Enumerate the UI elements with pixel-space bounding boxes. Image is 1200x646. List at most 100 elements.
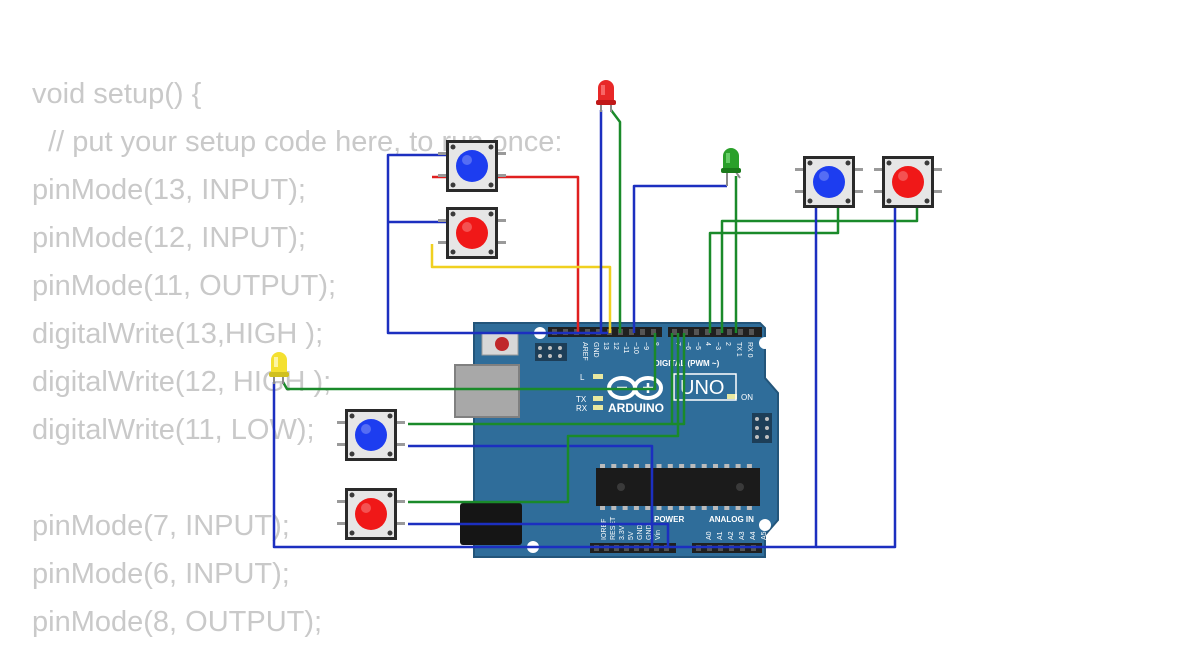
pushbutton-red-top-left[interactable] [438, 207, 506, 259]
digital-pin-label: RX 0 [746, 342, 753, 358]
header-socket[interactable] [694, 329, 699, 335]
power-pin-label: RESET [610, 516, 617, 540]
wire-green-right-blue-button[interactable] [708, 207, 840, 333]
code-background: void setup() { // put your setup code he… [32, 70, 562, 646]
code-line: digitalWrite(11, LOW); [32, 414, 315, 446]
label-tx: TX [576, 395, 587, 404]
code-line: void setup() { [32, 78, 202, 110]
button-cap[interactable] [355, 498, 387, 530]
header-socket[interactable] [683, 329, 688, 335]
digital-pin-label: 13 [602, 342, 609, 350]
pushbutton-blue-top-left[interactable] [438, 140, 506, 192]
digital-pin-label: ~6 [684, 342, 691, 350]
header-socket[interactable] [640, 329, 645, 335]
wire-green-led-yellow[interactable] [281, 333, 657, 391]
pushbutton-blue-top-right[interactable] [795, 156, 863, 208]
analog-header-label: ANALOG IN [709, 515, 754, 524]
wire-blue-led-green[interactable] [632, 184, 727, 333]
button-cap[interactable] [456, 150, 488, 182]
code-line: pinMode(11, OUTPUT); [32, 270, 337, 302]
power-pin-label: GND [637, 524, 644, 540]
digital-pin-label: 2 [724, 342, 731, 346]
digital-pin-label: 12 [612, 342, 619, 350]
wire-blue-right-red-button[interactable] [816, 207, 897, 549]
pushbutton-blue-bottom-left[interactable] [337, 409, 405, 461]
mounting-hole [759, 337, 771, 349]
led-yellow[interactable] [269, 352, 289, 384]
power-pin-label: 3.3V [619, 525, 626, 540]
wire-green-right-red-button[interactable] [720, 207, 919, 333]
wire-yellow-button[interactable] [430, 244, 612, 333]
led-l-indicator [593, 374, 603, 379]
icsp-header-top [535, 343, 567, 361]
header-socket[interactable] [705, 329, 710, 335]
digital-pin-label: ~9 [642, 342, 649, 350]
mounting-hole [759, 519, 771, 531]
header-socket[interactable] [749, 329, 754, 335]
digital-pin-label: TX 1 [735, 342, 742, 357]
header-socket[interactable] [672, 329, 677, 335]
analog-pin-label: A2 [728, 531, 735, 540]
code-line: // put your setup code here, to run once… [32, 126, 563, 158]
led-on-indicator [727, 394, 737, 399]
header-socket[interactable] [651, 329, 656, 335]
digital-pin-label: ~3 [714, 342, 721, 350]
wire-green-bottom-red-button[interactable] [408, 333, 680, 504]
analog-pin-label: A0 [706, 531, 713, 540]
header-socket[interactable] [629, 329, 634, 335]
code-line: pinMode(6, INPUT); [32, 558, 290, 590]
wire-green-led-red[interactable] [610, 109, 622, 333]
header-socket[interactable] [716, 329, 721, 335]
wire-blue-led-yellow[interactable] [272, 382, 534, 549]
digital-header-right [668, 327, 762, 337]
power-pin-label: GND [646, 524, 653, 540]
power-pin-label: Vin [655, 530, 662, 540]
power-header-label: POWER [654, 515, 684, 524]
analog-pin-label: A5 [761, 531, 768, 540]
arduino-logo-text: ARDUINO [608, 401, 664, 415]
led-tx-indicator [593, 396, 603, 401]
button-cap[interactable] [813, 166, 845, 198]
uno-model-text: UNO [680, 377, 724, 399]
digital-pin-label: AREF [581, 342, 588, 361]
pushbutton-red-bottom-left[interactable] [337, 488, 405, 540]
digital-pin-label: ~10 [632, 342, 639, 354]
digital-pin-label: ~5 [694, 342, 701, 350]
code-line: pinMode(12, INPUT); [32, 222, 306, 254]
header-socket[interactable] [727, 329, 732, 335]
label-rx: RX [576, 404, 588, 413]
code-line: digitalWrite(12, HIGH ); [32, 366, 332, 398]
button-cap[interactable] [355, 419, 387, 451]
analog-pin-label: A3 [739, 531, 746, 540]
code-line: pinMode(7, INPUT); [32, 510, 290, 542]
atmega-chip [596, 464, 760, 510]
analog-pin-label: A4 [750, 531, 757, 540]
digital-header-label: DIGITAL (PWM ~) [654, 359, 720, 368]
header-socket[interactable] [738, 329, 743, 335]
led-red[interactable] [596, 80, 616, 112]
digital-pin-label: 4 [704, 342, 711, 346]
power-pin-label: 5V [628, 531, 635, 540]
power-pin-label: IOREF [601, 519, 608, 540]
uno-badge [673, 373, 737, 401]
led-green[interactable] [721, 148, 741, 186]
button-cap[interactable] [892, 166, 924, 198]
wire-green-bottom-blue-button-2[interactable] [672, 333, 686, 426]
wire-blue-top-buttons[interactable] [386, 153, 608, 335]
label-l: L [580, 373, 585, 382]
analog-pin-label: A1 [717, 531, 724, 540]
wire-blue-bottom-red-button[interactable] [408, 522, 670, 547]
reset-button[interactable] [495, 337, 509, 351]
led-rx-indicator [593, 405, 603, 410]
pushbutton-red-top-right[interactable] [874, 156, 942, 208]
code-line: pinMode(13, INPUT); [32, 174, 306, 206]
button-cap[interactable] [456, 217, 488, 249]
label-on: ON [741, 393, 753, 402]
wires [272, 109, 919, 549]
digital-pin-label: GND [592, 342, 599, 358]
wire-blue-bottom-blue-button[interactable] [408, 444, 654, 547]
usb-connector [454, 364, 520, 418]
